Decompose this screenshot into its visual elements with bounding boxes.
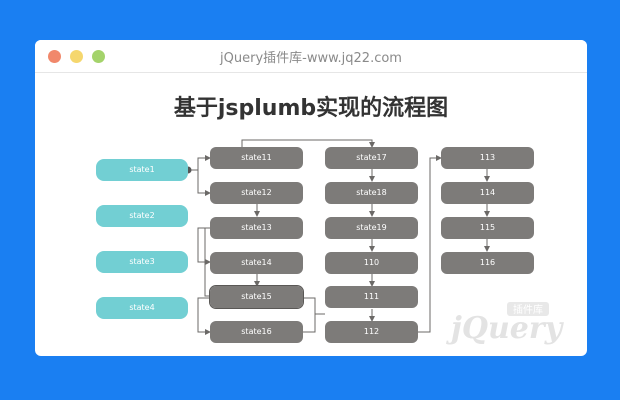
node-113[interactable]: 113 xyxy=(441,147,534,169)
connector-13-15 xyxy=(204,227,210,297)
connector-16-112 xyxy=(303,313,325,333)
connector-state1-state11 xyxy=(188,155,211,171)
node-state4[interactable]: state4 xyxy=(96,297,188,319)
node-111[interactable]: 111 xyxy=(325,286,418,308)
node-112[interactable]: 112 xyxy=(325,321,418,343)
flow-connectors xyxy=(184,139,490,335)
watermark-text: jQuery xyxy=(446,311,565,346)
jquery-logo-watermark: jQuery 插件库 xyxy=(446,302,565,346)
window-title: jQuery插件库-www.jq22.com xyxy=(220,51,402,66)
node-115[interactable]: 115 xyxy=(441,217,534,239)
app-window: jQuery插件库-www.jq22.com 基于jsplumb实现的流程图 xyxy=(35,40,587,356)
connector-15-16 xyxy=(197,297,211,335)
minimize-window-button[interactable] xyxy=(70,50,83,63)
node-state13[interactable]: state13 xyxy=(210,217,303,239)
connector-112-113 xyxy=(418,155,442,333)
node-state12[interactable]: state12 xyxy=(210,182,303,204)
title-bar: jQuery插件库-www.jq22.com xyxy=(35,40,587,73)
node-state15[interactable]: state15 xyxy=(209,285,304,309)
node-110[interactable]: 110 xyxy=(325,252,418,274)
node-state11[interactable]: state11 xyxy=(210,147,303,169)
watermark-badge: 插件库 xyxy=(513,303,543,316)
connector-11-17 xyxy=(241,139,375,148)
node-state19[interactable]: state19 xyxy=(325,217,418,239)
node-state14[interactable]: state14 xyxy=(210,252,303,274)
node-114[interactable]: 114 xyxy=(441,182,534,204)
node-116[interactable]: 116 xyxy=(441,252,534,274)
node-state17[interactable]: state17 xyxy=(325,147,418,169)
connector-15-111 xyxy=(303,297,316,333)
connector-state1-state12 xyxy=(188,169,211,196)
node-state1[interactable]: state1 xyxy=(96,159,188,181)
page-title: 基于jsplumb实现的流程图 xyxy=(173,96,449,121)
close-window-button[interactable] xyxy=(48,50,61,63)
node-state18[interactable]: state18 xyxy=(325,182,418,204)
node-state2[interactable]: state2 xyxy=(96,205,188,227)
maximize-window-button[interactable] xyxy=(92,50,105,63)
node-state16[interactable]: state16 xyxy=(210,321,303,343)
node-state3[interactable]: state3 xyxy=(96,251,188,273)
connector-13-14 xyxy=(197,227,211,265)
